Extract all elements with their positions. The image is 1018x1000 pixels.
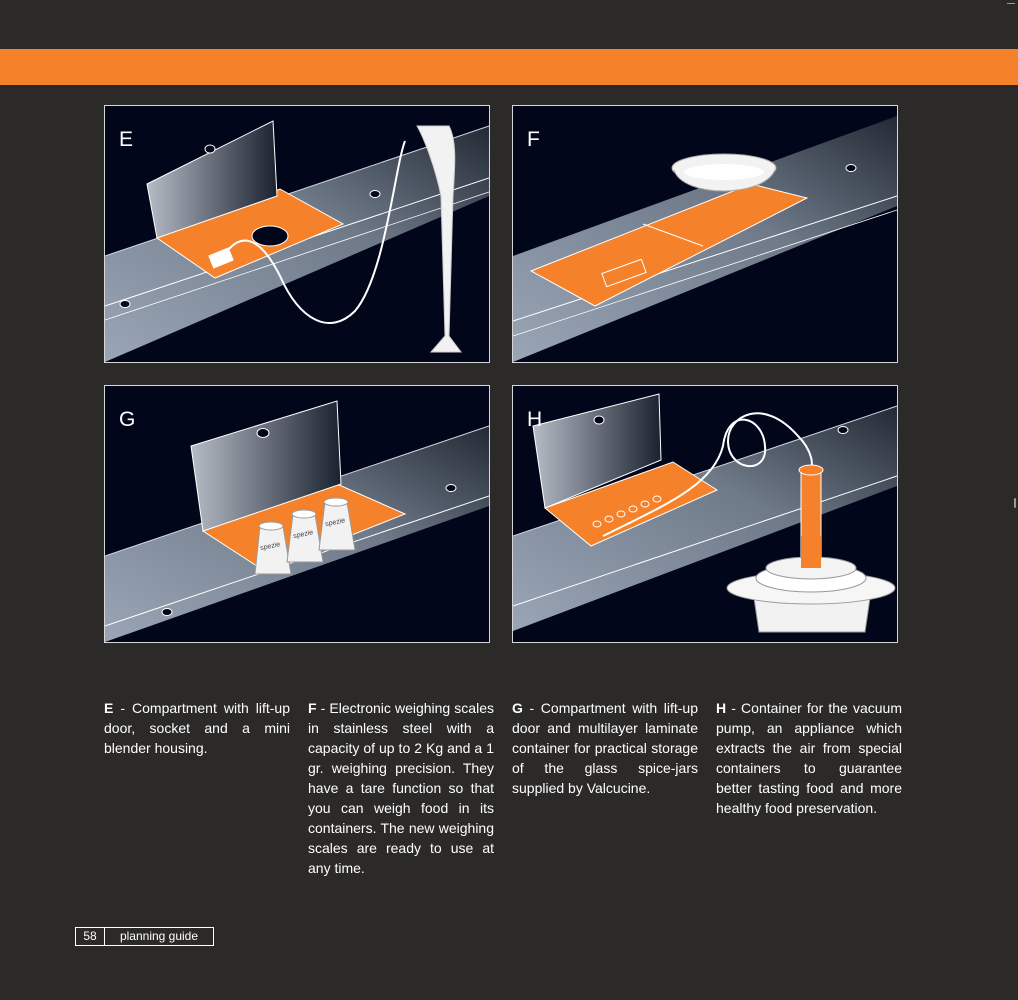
description-key: G: [512, 700, 523, 716]
vacuum-container: [726, 536, 896, 633]
lift-up-door: [190, 400, 342, 532]
weighing-scale: [529, 183, 809, 307]
illustration-f: [513, 116, 897, 362]
description-key: H: [716, 700, 727, 716]
description-h: H - Container for the vacuum pump, an ap…: [716, 698, 902, 818]
scale-display: [601, 258, 647, 288]
spice-jars: spezie spezie spezie: [254, 497, 356, 575]
description-text: - Electronic weighing scales in stainles…: [308, 700, 494, 876]
crop-mark: [1007, 3, 1015, 4]
description-f: F - Electronic weighing scales in stainl…: [308, 698, 494, 878]
description-text: - Compartment with lift-up door and mult…: [512, 700, 698, 796]
illustration-panel-f: F: [512, 105, 898, 363]
page-footer: 58 planning guide: [75, 927, 214, 946]
spice-jar-label: spezie: [293, 529, 314, 540]
panel-letter: G: [119, 408, 136, 431]
illustration-e: [105, 120, 489, 362]
spice-jar-label: spezie: [325, 517, 346, 528]
footer-label: planning guide: [119, 929, 199, 943]
panel-letter: H: [527, 408, 543, 431]
lift-up-door: [146, 120, 278, 239]
illustration-panel-g: spezie spezie spezie G: [104, 385, 490, 643]
illustration-panel-e: E: [104, 105, 490, 363]
binding-mark: [1014, 498, 1016, 508]
page-number: 58: [76, 928, 105, 945]
blender-housing: [251, 225, 289, 247]
lift-up-door: [532, 393, 662, 509]
vacuum-hose: [602, 412, 813, 537]
description-text: - Container for the vacuum pump, an appl…: [716, 700, 902, 816]
illustration-panel-h: H: [512, 385, 898, 643]
rail: [105, 126, 489, 362]
socket-icon: [208, 247, 234, 269]
rail: [513, 406, 897, 631]
panel-letter: E: [119, 128, 134, 151]
compartment: [544, 461, 719, 547]
illustration-h: [513, 393, 897, 633]
description-key: F: [308, 700, 317, 716]
description-e: E - Compartment with lift-up door, socke…: [104, 698, 290, 758]
panel-letter: F: [527, 128, 540, 151]
description-text: - Compartment with lift-up door, socket …: [104, 700, 290, 756]
mini-blender: [416, 125, 462, 353]
illustration-g: spezie spezie spezie: [105, 400, 489, 642]
description-key: E: [104, 700, 114, 716]
header-band: [0, 49, 1018, 85]
description-g: G - Compartment with lift-up door and mu…: [512, 698, 698, 798]
spice-jar-label: spezie: [260, 541, 281, 552]
